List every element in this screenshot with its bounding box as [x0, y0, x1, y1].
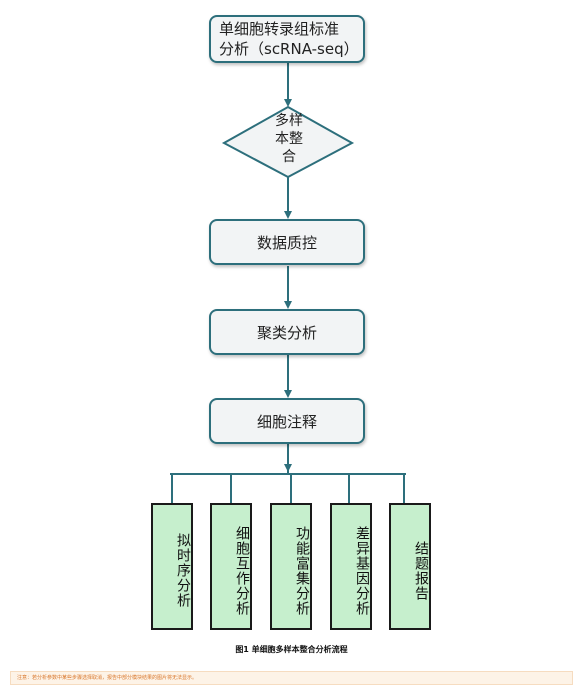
- leaf-label-diff-genes: 差异基因分析: [354, 525, 370, 616]
- notice-text: 注意：若分析参数中某些步骤选择取消，报告中部分模块结果的图片将无法显示。: [17, 675, 198, 681]
- leaf-diff-genes: 差异基因分析: [330, 503, 372, 630]
- start-box-line2: 分析（scRNA-seq）: [219, 40, 359, 58]
- leaf-label-report: 结题报告: [413, 540, 429, 601]
- diamond-label-line3: 合: [282, 149, 296, 165]
- leaf-label-pseudotime: 拟时序分析: [175, 533, 191, 608]
- notice-banner: 注意：若分析参数中某些步骤选择取消，报告中部分模块结果的图片将无法显示。: [10, 671, 573, 685]
- leaf-report: 结题报告: [389, 503, 431, 630]
- leaf-cell-interaction: 细胞互作分析: [210, 503, 252, 630]
- leaf-pseudotime: 拟时序分析: [151, 503, 193, 630]
- step-label-clustering: 聚类分析: [256, 323, 317, 342]
- leaf-label-enrichment: 功能富集分析: [294, 525, 310, 616]
- leaf-enrichment: 功能富集分析: [270, 503, 312, 630]
- step-box-qc: 数据质控: [209, 219, 365, 265]
- leaf-label-cell-interaction: 细胞互作分析: [234, 525, 250, 616]
- start-box-line1: 单细胞转录组标准: [219, 20, 340, 38]
- step-label-qc: 数据质控: [256, 233, 317, 252]
- figure-caption: 图1 单细胞多样本整合分析流程: [235, 645, 348, 654]
- step-label-annotation: 细胞注释: [256, 412, 317, 431]
- step-box-clustering: 聚类分析: [209, 309, 365, 355]
- diamond-label-line1: 多样: [275, 113, 303, 129]
- start-box-scrna-seq: 单细胞转录组标准 分析（scRNA-seq）: [209, 15, 365, 63]
- diamond-label-line2: 本整: [275, 131, 303, 147]
- diamond-label: 多样 本整 合: [265, 112, 313, 166]
- step-box-annotation: 细胞注释: [209, 398, 365, 444]
